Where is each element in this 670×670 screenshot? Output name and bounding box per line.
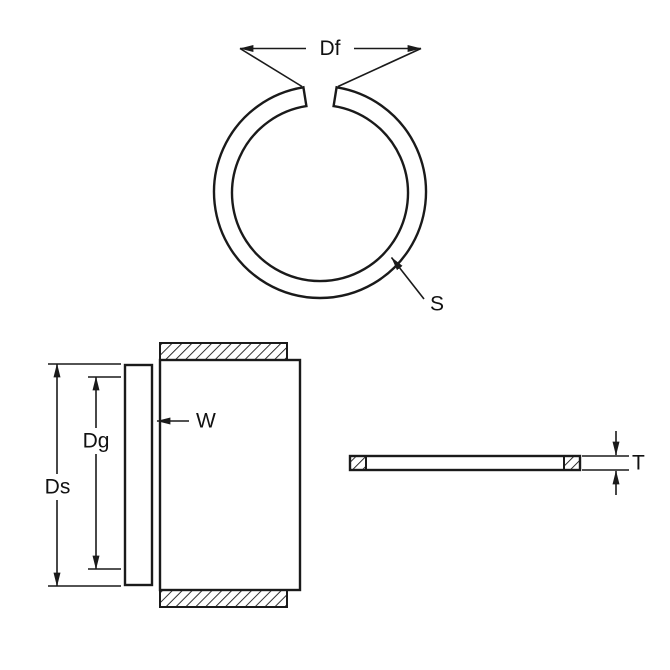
dim-shaft-diameter: Ds: [39, 363, 121, 587]
dim-section: S: [390, 257, 444, 316]
ds-label-background: [39, 474, 76, 500]
df-leader-right: [337, 47, 422, 88]
ring-edge-hatch-right: [563, 455, 581, 471]
ring-edge-hatch-left: [349, 455, 367, 471]
ring-cross-section: [123, 363, 154, 587]
t-label: T: [632, 452, 645, 475]
ring-edge-bar: [348, 454, 582, 472]
shaft-body: [158, 358, 302, 592]
dim-groove-diameter: Dg: [77, 376, 121, 570]
dim-free-diameter: Df: [239, 35, 422, 88]
dim-ring-width: W: [156, 410, 216, 433]
snap-ring-outline: [212, 85, 428, 300]
ds-label: Ds: [45, 476, 71, 499]
dg-label-background: [77, 428, 115, 454]
ring-side-view: T: [348, 431, 645, 495]
housing-hatch-bottom: [159, 589, 288, 608]
df-label: Df: [320, 37, 341, 60]
s-leader: [390, 257, 425, 300]
shaft-section-view: Ds Dg W: [39, 342, 302, 608]
dim-thickness: T: [582, 431, 645, 495]
s-label: S: [430, 293, 444, 316]
dg-label: Dg: [83, 430, 110, 453]
df-leader-left: [239, 47, 303, 88]
housing-hatch-top: [159, 342, 288, 361]
ring-front-view: Df S: [212, 35, 444, 316]
df-label-background: [306, 35, 354, 61]
w-label: W: [196, 410, 216, 433]
